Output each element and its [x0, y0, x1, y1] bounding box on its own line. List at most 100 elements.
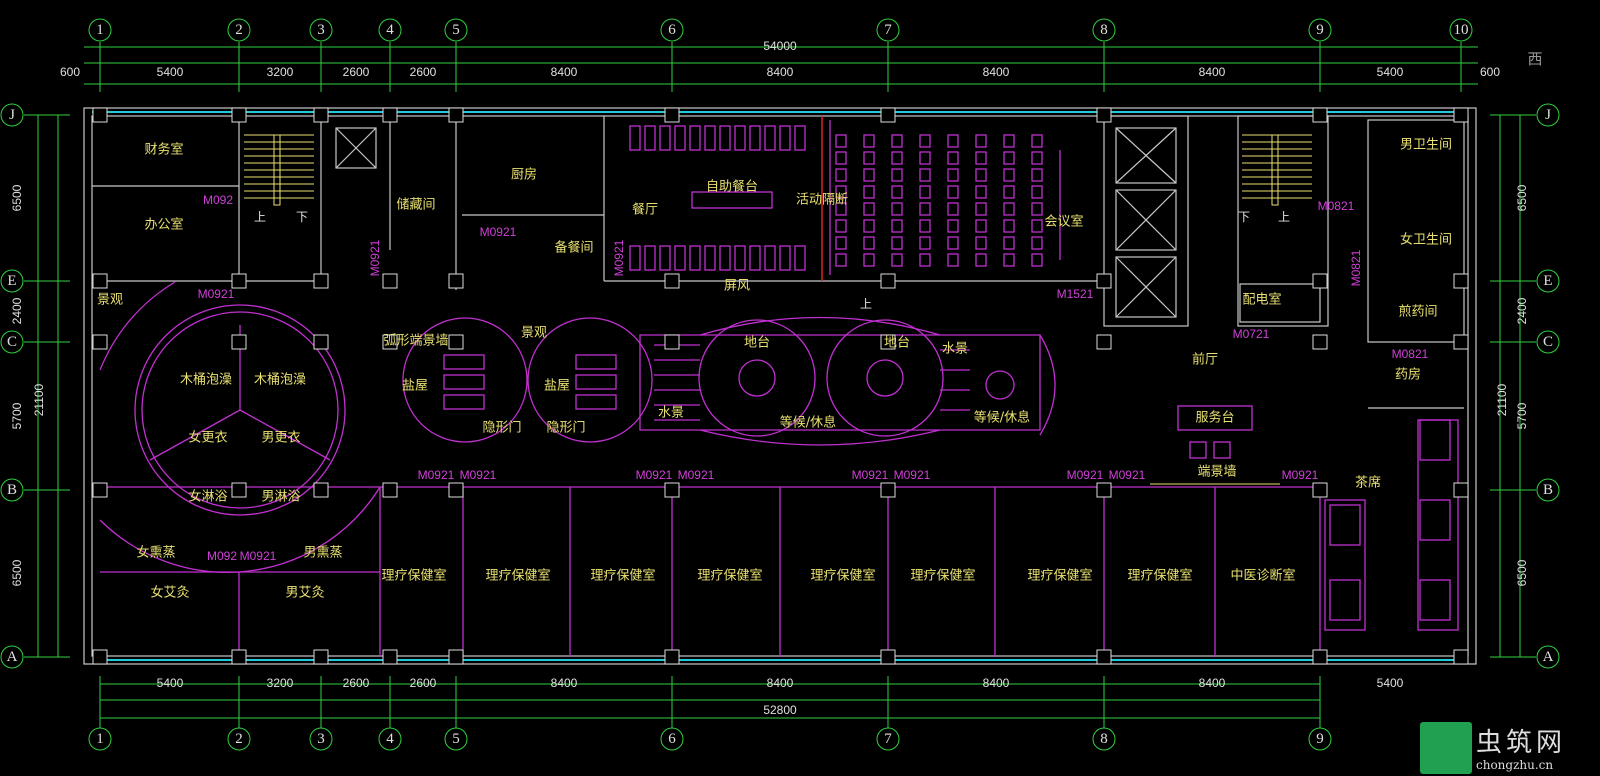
room-label: 理疗保健室 — [485, 568, 550, 584]
door-label: M0821 — [1318, 199, 1355, 213]
watermark-url: chongzhu.cn — [1476, 758, 1554, 772]
room-label: 水景 — [658, 406, 684, 421]
door-label: M0921 — [852, 468, 889, 482]
axis-label-right: C — [1543, 334, 1553, 350]
dimension-left: 5700 — [10, 402, 24, 429]
dimension-left: 2400 — [10, 297, 24, 324]
dimension-left: 6500 — [10, 184, 24, 211]
room-label: 端景墙 — [1197, 465, 1236, 480]
room-label: 地台 — [884, 336, 910, 351]
room-label: 木桶泡澡 — [254, 373, 306, 388]
door-label: M0821 — [1392, 347, 1429, 361]
room-label: 餐厅 — [632, 202, 658, 218]
axis-bubble — [660, 18, 684, 42]
room-label: 女淋浴 — [188, 489, 227, 505]
axis-bubble — [1536, 103, 1560, 127]
door-label: M0921 — [1282, 468, 1319, 482]
room-label: 厨房 — [511, 167, 537, 183]
axis-bubble — [444, 18, 468, 42]
axis-bubble — [378, 727, 402, 751]
door-label: M0921 — [636, 468, 673, 482]
axis-bubble — [88, 727, 112, 751]
door-label: M0921 — [240, 549, 277, 563]
room-label: 前厅 — [1192, 352, 1218, 368]
axis-bubble — [0, 645, 24, 669]
house-logo-icon — [1420, 722, 1472, 774]
dimension-bottom: 8400 — [551, 676, 578, 690]
axis-label-bottom: 7 — [884, 731, 892, 747]
door-label: M0921 — [678, 468, 715, 482]
room-label: 备餐间 — [554, 240, 593, 256]
dimension-right: 6500 — [1515, 559, 1529, 586]
axis-label-right: J — [1545, 107, 1551, 123]
room-label: 男卫生间 — [1400, 138, 1452, 153]
dimension-top: 3200 — [267, 65, 294, 79]
axis-label-bottom: 9 — [1316, 731, 1324, 747]
axis-bubble — [876, 18, 900, 42]
axis-label-top: 7 — [884, 22, 892, 38]
room-label: 隐形门 — [546, 421, 585, 436]
axis-label-left: C — [7, 334, 17, 350]
door-label: M0721 — [1233, 327, 1270, 341]
dimension-top: 5400 — [157, 65, 184, 79]
room-label: 水景 — [942, 342, 968, 357]
room-label: 财务室 — [144, 142, 183, 158]
stair-mark: 上 — [860, 297, 872, 311]
dimension-bottom: 8400 — [983, 676, 1010, 690]
dimension-top: 5400 — [1377, 65, 1404, 79]
axis-label-top: 5 — [452, 22, 460, 38]
axis-bubble — [1449, 18, 1473, 42]
room-label: 景观 — [97, 293, 123, 308]
stair-mark: 下 — [296, 210, 308, 224]
room-label: 景观 — [521, 326, 547, 341]
room-label: 煎药间 — [1398, 304, 1437, 320]
room-label: 盐屋 — [402, 379, 428, 394]
room-label: 男淋浴 — [261, 490, 300, 505]
dimension-right: 2400 — [1515, 297, 1529, 324]
room-label: 女熏蒸 — [136, 545, 175, 561]
axis-label-top: 9 — [1316, 22, 1324, 38]
dimension-bottom: 5400 — [157, 676, 184, 690]
axis-label-bottom: 2 — [235, 731, 243, 747]
dimension-top: 8400 — [551, 65, 578, 79]
dimension-lines — [37, 46, 1521, 719]
dimension-right: 5700 — [1515, 402, 1529, 429]
axis-bubble — [88, 18, 112, 42]
room-label: 等候/休息 — [974, 410, 1030, 426]
axis-bubble — [1092, 727, 1116, 751]
dimension-left-total: 21100 — [32, 383, 46, 416]
room-label: 男更衣 — [261, 430, 300, 446]
axis-bubble — [309, 727, 333, 751]
door-label: M092 — [207, 549, 237, 563]
room-label: 茶席 — [1355, 475, 1381, 491]
axis-bubble — [0, 330, 24, 354]
structural-columns — [92, 107, 1469, 665]
room-label: 隐形门 — [482, 421, 521, 436]
room-label: 储藏间 — [396, 198, 435, 213]
stair-mark: 上 — [254, 210, 266, 224]
axis-bubble — [1308, 18, 1332, 42]
room-label: 女卫生间 — [1400, 232, 1452, 248]
room-label: 理疗保健室 — [697, 568, 762, 584]
watermark-logo: 虫筑网 chongzhu.cn — [1420, 722, 1600, 776]
axis-label-bottom: 3 — [317, 731, 325, 747]
door-label: M0921 — [1109, 468, 1146, 482]
door-label: M0821 — [1349, 249, 1363, 286]
room-label: 理疗保健室 — [910, 568, 975, 584]
axis-label-right: A — [1543, 649, 1554, 665]
axis-bubble — [0, 103, 24, 127]
axis-bubble — [444, 727, 468, 751]
room-label: 理疗保健室 — [1027, 568, 1092, 584]
door-label: M0921 — [894, 468, 931, 482]
axis-bubble — [660, 727, 684, 751]
room-label: 女艾灸 — [150, 585, 189, 601]
room-label: 活动隔断 — [796, 193, 848, 208]
room-label: 等候/休息 — [780, 415, 836, 431]
axis-label-bottom: 6 — [668, 731, 676, 747]
axis-bubble — [378, 18, 402, 42]
dimension-top: 600 — [60, 65, 80, 79]
stair-mark: 上 — [1278, 210, 1290, 224]
stair-mark: 下 — [1238, 210, 1250, 224]
dimension-bottom: 8400 — [1199, 676, 1226, 690]
axis-label-bottom: 4 — [386, 731, 394, 747]
